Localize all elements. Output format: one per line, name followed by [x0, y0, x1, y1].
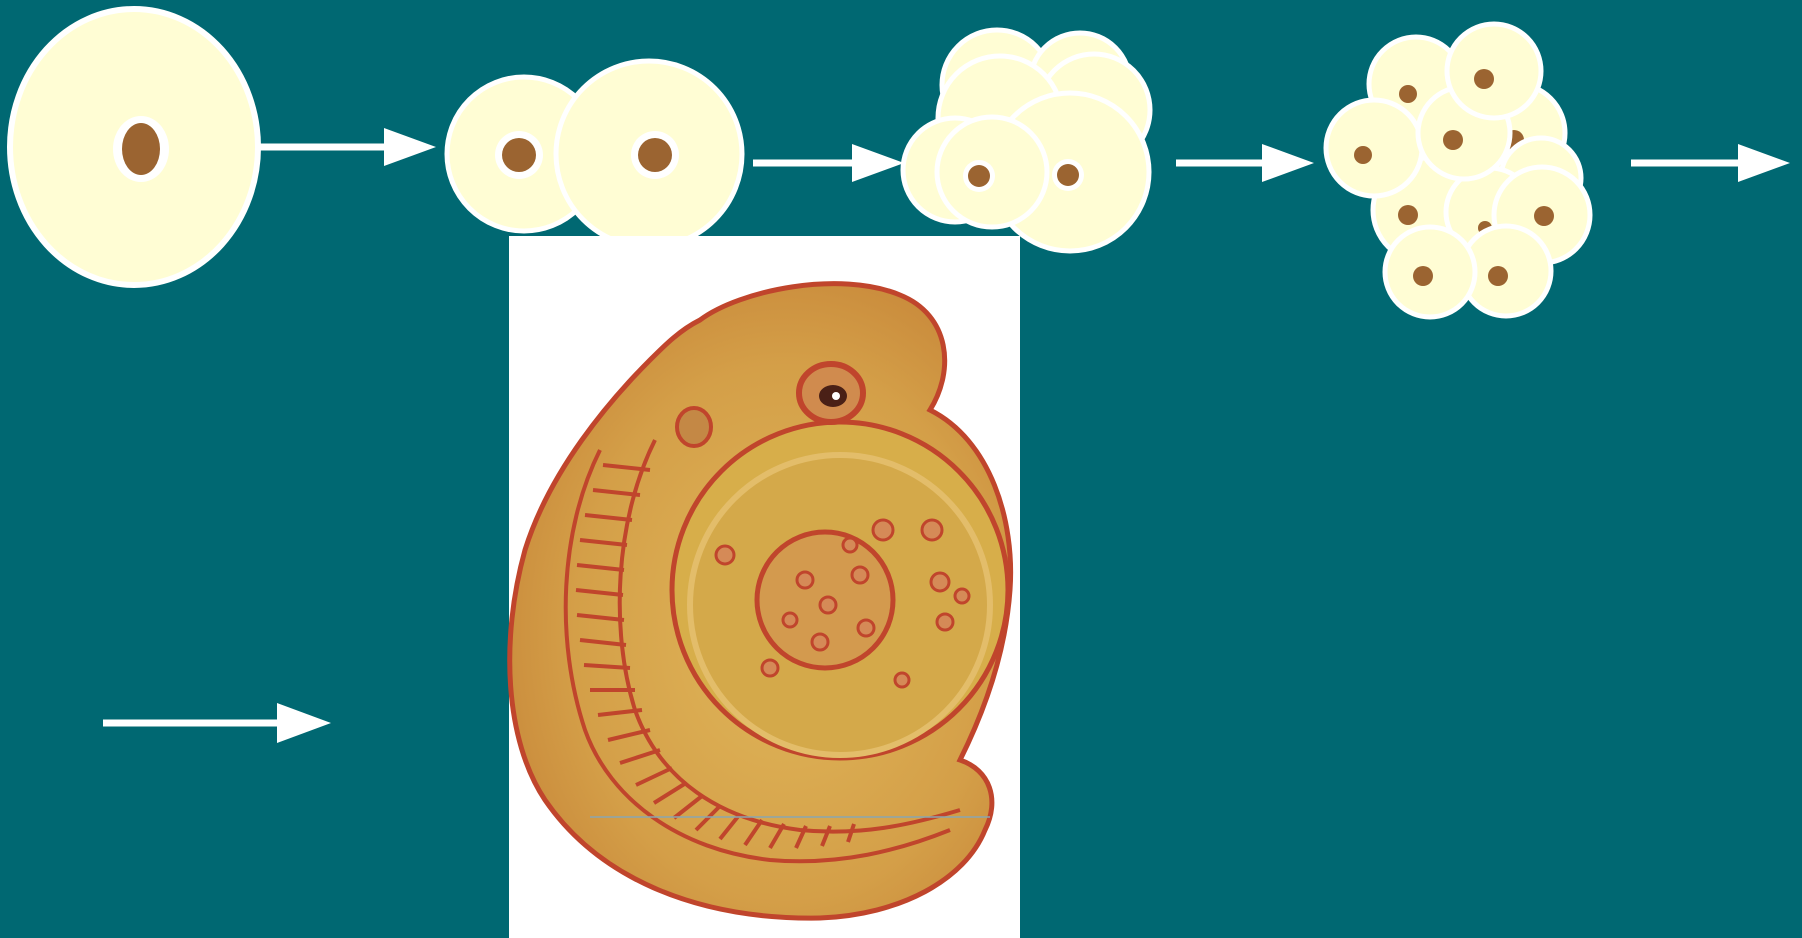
- nucleus: [122, 123, 160, 175]
- zygote-cell: [10, 9, 258, 285]
- two-cell-stage: [447, 61, 742, 247]
